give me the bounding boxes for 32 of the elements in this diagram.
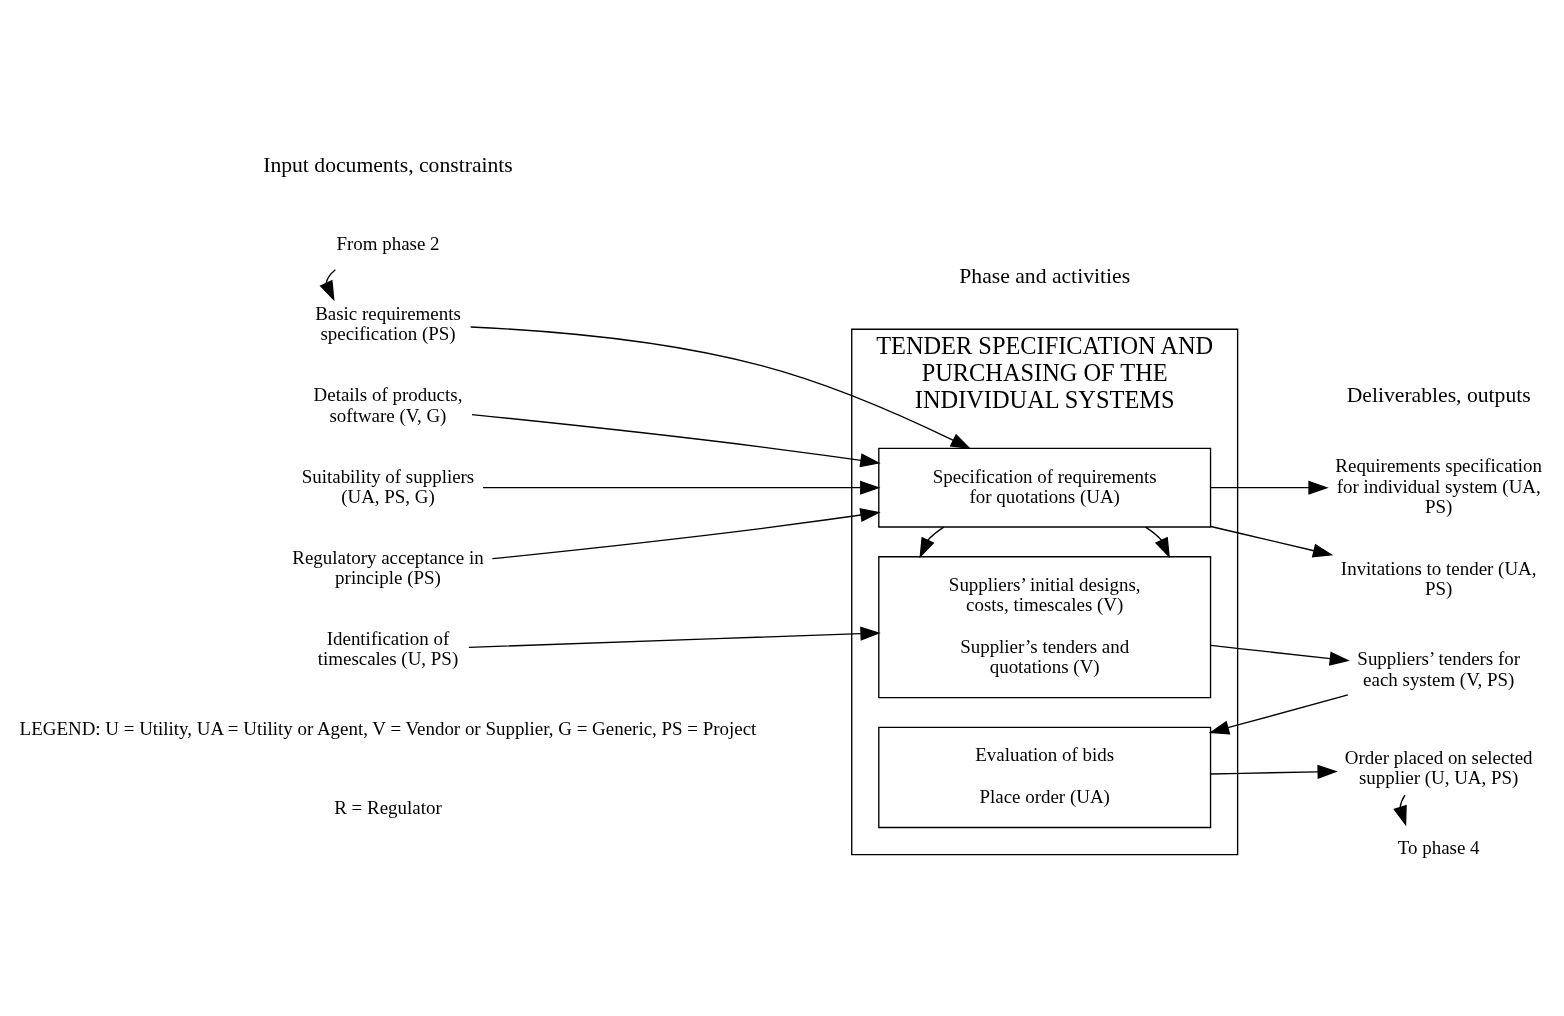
node-text: Basic requirements specification (PS) <box>315 303 461 345</box>
arrow <box>1210 644 1350 666</box>
node-text: Order placed on selected supplier (U, UA, PS) <box>1344 747 1533 789</box>
node-text: To phase 4 <box>1397 837 1480 859</box>
arrow <box>919 526 945 559</box>
arrow <box>1210 480 1329 495</box>
node-box: Suppliers’ initial designs, costs, timescales (V) Supplier’s tenders and quotations (V) <box>878 556 1212 699</box>
node-text: Requirements specification for individual system (UA, PS) <box>1335 455 1543 518</box>
node-text: Details of products, software (V, G) <box>313 384 463 426</box>
node-box: Evaluation of bids Place order (UA) <box>878 726 1212 829</box>
node-text: Invitations to tender (UA, PS) <box>1340 557 1537 599</box>
arrow <box>491 508 881 560</box>
label: Input documents, constraints <box>263 152 513 177</box>
arrow <box>482 480 881 495</box>
node-box: Specification of requirements for quotations (UA) <box>878 447 1212 528</box>
label: R = Regulator <box>334 796 442 818</box>
arrow <box>1393 794 1407 827</box>
arrow <box>1208 694 1349 735</box>
node-text: From phase 2 <box>336 233 440 255</box>
label: Phase and activities <box>959 263 1131 288</box>
arrow <box>468 626 881 649</box>
arrow <box>470 326 972 450</box>
arrow <box>1210 764 1338 779</box>
arrow <box>471 413 881 468</box>
label: LEGEND: U = Utility, UA = Utility or Agent, V = Vendor or Supplier, G = Generic, PS = Project <box>19 718 757 740</box>
node-text: Identification of timescales (U, PS) <box>317 628 459 670</box>
node-text: Suppliers’ tenders for each system (V, PS) <box>1357 648 1521 690</box>
arrow <box>1210 525 1334 558</box>
node-text: Suitability of suppliers (UA, PS, G) <box>301 465 475 507</box>
arrow <box>1144 526 1170 559</box>
label: Deliverables, outputs <box>1346 383 1531 408</box>
node-text: Regulatory acceptance in principle (PS) <box>292 546 484 589</box>
